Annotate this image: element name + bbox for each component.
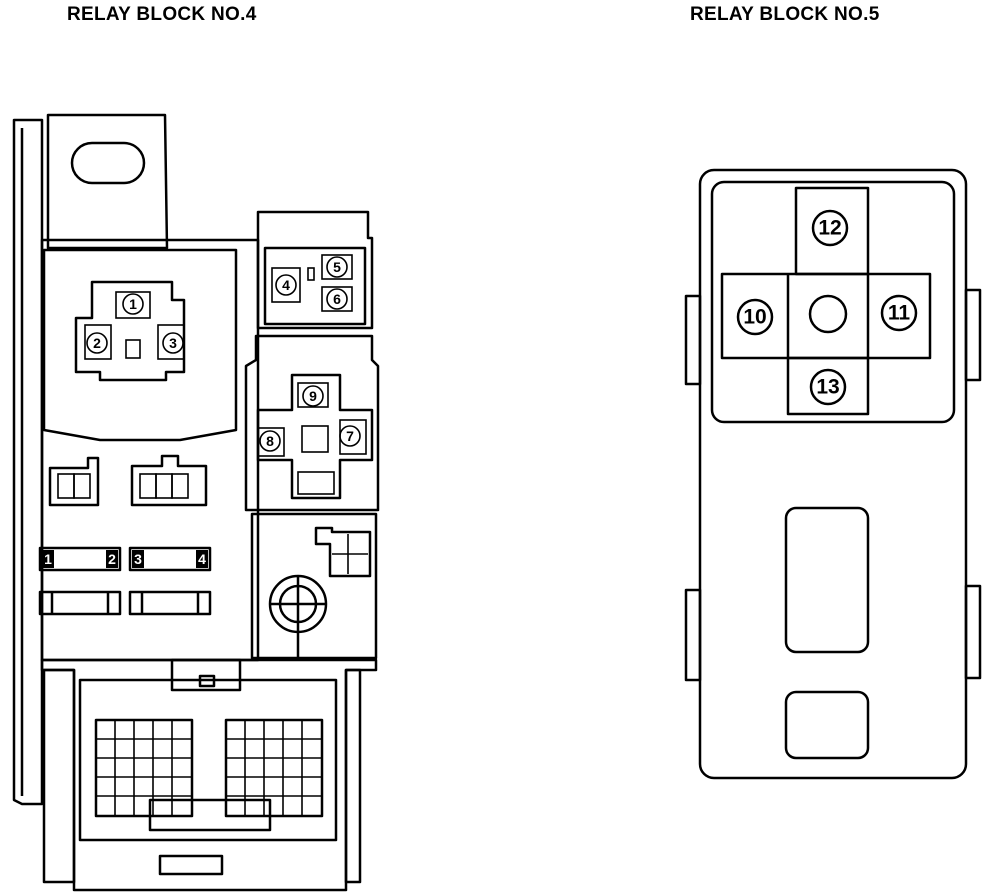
fuse-label-3: 3 <box>134 551 142 567</box>
connector-latch <box>170 658 242 692</box>
mounting-rail <box>12 118 44 806</box>
relay-block-5-body <box>698 168 968 780</box>
relay-label-3: 3 <box>169 335 177 351</box>
lower-opening-small <box>784 690 870 760</box>
lower-opening-large <box>784 506 870 654</box>
center-hole <box>808 294 848 334</box>
side-connector <box>314 526 372 578</box>
fuse-slot-6 <box>128 590 212 616</box>
bottom-latch <box>158 854 224 876</box>
side-tab-right-upper <box>964 288 982 382</box>
small-connector-1 <box>48 456 100 507</box>
relay-block-4-title: RELAY BLOCK NO.4 <box>67 4 257 25</box>
fuse-3-4 <box>128 546 212 572</box>
lower-right-housing <box>250 512 378 660</box>
relay-block-5-inner-frame <box>710 180 956 424</box>
relay-socket-upper-right <box>256 210 374 330</box>
pin-grid-left <box>94 718 194 818</box>
pin-grid-right <box>224 718 324 818</box>
relay-label-13: 13 <box>816 376 839 399</box>
relay-label-10: 10 <box>743 306 766 329</box>
side-tab-left-lower <box>684 588 702 682</box>
relay-label-4: 4 <box>282 277 290 293</box>
relay-socket-large <box>42 248 238 442</box>
relay-label-6: 6 <box>333 291 341 307</box>
relay-block-5-title: RELAY BLOCK NO.5 <box>690 4 880 25</box>
relay-label-9: 9 <box>309 388 317 404</box>
fuse-1-2 <box>38 546 122 572</box>
fuse-slot-5 <box>38 590 122 616</box>
relay-socket-13 <box>786 356 870 416</box>
small-connector-2 <box>130 454 208 507</box>
side-tab-right-lower <box>964 584 982 680</box>
relay-label-12: 12 <box>818 217 841 240</box>
fuse-label-4: 4 <box>198 551 206 567</box>
fuse-label-2: 2 <box>108 551 116 567</box>
relay-block-4: 1 2 3 1 2 3 4 4 <box>12 113 380 892</box>
relay-label-1: 1 <box>129 296 137 312</box>
fuse-label-1: 1 <box>44 551 52 567</box>
side-tab-left-upper <box>684 294 702 386</box>
relay-block-5: 12 10 11 13 <box>684 168 982 780</box>
relay-label-11: 11 <box>888 302 911 325</box>
relay-label-5: 5 <box>333 259 341 275</box>
relay-label-7: 7 <box>346 428 354 444</box>
mounting-bracket <box>46 113 169 250</box>
relay-label-8: 8 <box>266 433 274 449</box>
mounting-slot <box>70 141 146 185</box>
relay-label-2: 2 <box>93 335 101 351</box>
relay-socket-middle-right <box>244 334 380 512</box>
